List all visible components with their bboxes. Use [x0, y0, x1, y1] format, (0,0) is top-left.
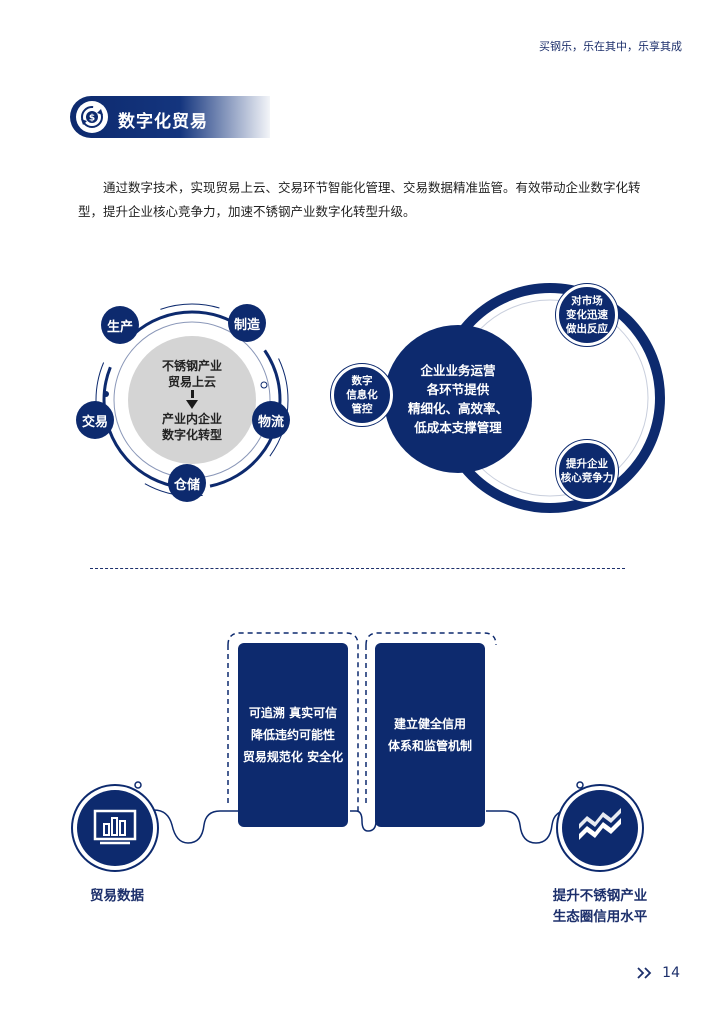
- intro-paragraph: 通过数字技术，实现贸易上云、交易环节智能化管理、交易数据精准监管。有效带动企业数…: [78, 180, 641, 219]
- ops-top-line1: 对市场: [571, 295, 603, 307]
- flow-box1-line1: 可追溯 真实可信: [248, 706, 338, 720]
- ops-center-line2: 各环节提供: [426, 382, 490, 397]
- cycle-center-line3: 产业内企业: [161, 411, 222, 426]
- flow-connector: [134, 632, 584, 844]
- dashed-divider: [90, 568, 625, 569]
- flow-box2-line2: 体系和监管机制: [387, 739, 472, 753]
- ops-top-line3: 做出反应: [566, 323, 608, 335]
- flow-box1-line2: 降低违约可能性: [250, 728, 335, 742]
- dollar-cycle-icon: $: [76, 101, 108, 133]
- ops-center-line1: 企业业务运营: [420, 363, 496, 378]
- ops-top-line2: 变化迅速: [566, 309, 608, 321]
- ops-center: 企业业务运营 各环节提供 精细化、高效率、 低成本支撑管理: [384, 325, 532, 473]
- cycle-center: 不锈钢产业 贸易上云 产业内企业 数字化转型: [128, 336, 256, 464]
- flow-right-label: 提升不锈钢产业 生态圈信用水平: [532, 886, 668, 928]
- ops-center-line3: 精细化、高效率、: [407, 401, 508, 416]
- flow-box1-line3: 贸易规范化 安全化: [242, 750, 344, 764]
- header-slogan: 买钢乐，乐在其中，乐享其成: [539, 40, 682, 53]
- cycle-node-manufacturing: 制造: [228, 304, 266, 342]
- ops-left-line1: 数字: [351, 375, 373, 387]
- page-number-text: 14: [662, 965, 680, 981]
- cycle-node-production: 生产: [101, 306, 139, 344]
- ops-left-circle: 数字 信息化 管控: [331, 364, 393, 426]
- svg-text:$: $: [89, 114, 95, 124]
- ops-left-line3: 管控: [351, 403, 373, 415]
- double-chevron-icon: [637, 967, 652, 979]
- arrow-down-icon: [190, 389, 194, 398]
- ops-top-circle: 对市场 变化迅速 做出反应: [556, 284, 618, 346]
- bar-chart-icon: [77, 790, 153, 866]
- cycle-center-line2: 贸易上云: [167, 374, 216, 389]
- steel-sheets-icon: [562, 790, 638, 866]
- flow-box-credit: 建立健全信用 体系和监管机制: [375, 643, 485, 827]
- cycle-node-logistics: 物流: [252, 401, 290, 439]
- cycle-center-line1: 不锈钢产业: [161, 358, 222, 373]
- ops-bottom-line1: 提升企业: [566, 458, 608, 470]
- flow-right-label-line2: 生态圈信用水平: [552, 909, 648, 925]
- cycle-node-warehousing: 仓储: [168, 464, 206, 502]
- page-number: 14: [636, 965, 680, 981]
- cycle-center-line4: 数字化转型: [161, 427, 222, 442]
- ops-center-line4: 低成本支撑管理: [414, 420, 502, 435]
- section-title: 数字化贸易: [118, 112, 208, 132]
- flow-box2-line1: 建立健全信用: [393, 717, 466, 731]
- flow-right-label-line1: 提升不锈钢产业: [552, 888, 648, 904]
- cycle-node-trading: 交易: [76, 401, 114, 439]
- flow-left-label: 贸易数据: [90, 888, 144, 904]
- ops-bottom-line2: 核心竞争力: [560, 472, 614, 484]
- ops-left-line2: 信息化: [346, 389, 378, 401]
- cycle-rings: [95, 303, 289, 497]
- flow-box-traceable: 可追溯 真实可信 降低违约可能性 贸易规范化 安全化: [238, 643, 348, 827]
- ops-bottom-circle: 提升企业 核心竞争力: [556, 440, 618, 502]
